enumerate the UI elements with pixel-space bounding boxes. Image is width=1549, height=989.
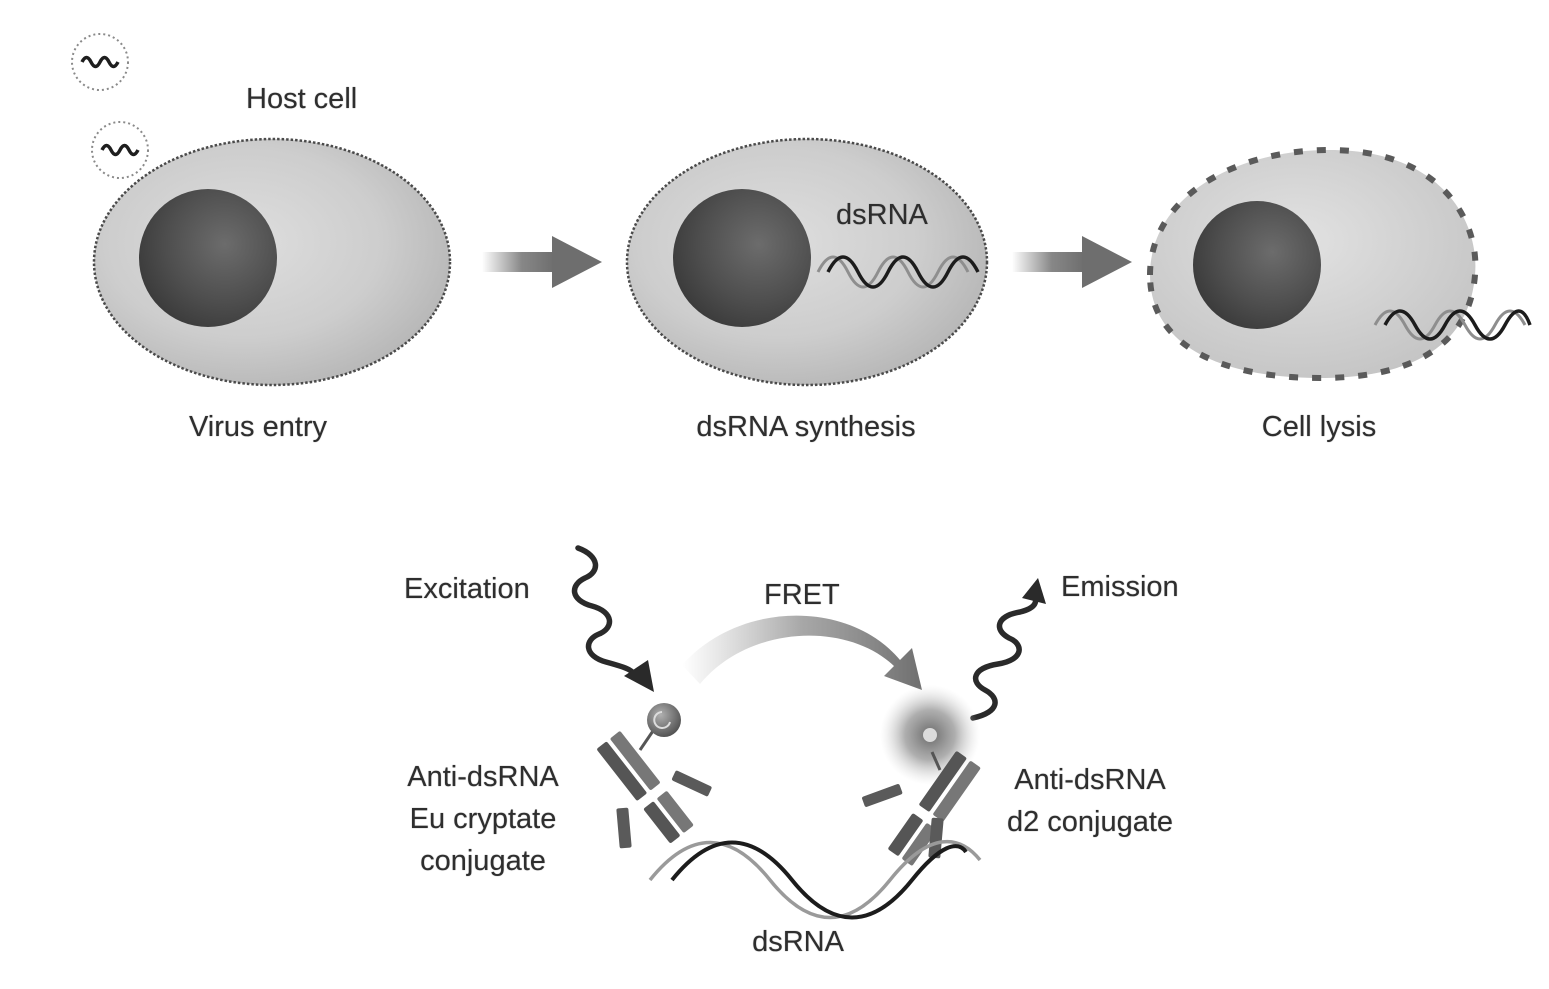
dsrna-cell-label: dsRNA — [836, 199, 928, 231]
nucleus-1 — [139, 189, 277, 327]
dsrna-helix-bottom — [648, 839, 982, 920]
eu-cryptate-conjugate-label: Anti-dsRNA Eu cryptate conjugate — [407, 756, 559, 882]
eu-label-line-1: Anti-dsRNA — [407, 761, 559, 793]
d2-label-line-1: Anti-dsRNA — [1014, 764, 1166, 796]
fret-arrow — [682, 615, 922, 690]
dsrna-helix-cell-2 — [816, 255, 980, 289]
eu-label-line-3: conjugate — [420, 845, 546, 878]
lysed-cell — [1146, 146, 1479, 382]
process-arrow-1 — [482, 236, 602, 288]
host-cell-1 — [92, 137, 452, 387]
eu-cryptate-antibody — [597, 703, 712, 849]
dsrna-bottom-label: dsRNA — [752, 926, 844, 958]
excitation-label: Excitation — [404, 573, 530, 605]
fret-label: FRET — [764, 579, 840, 611]
cell-lysis-label: Cell lysis — [1261, 411, 1377, 443]
d2-antibody — [862, 685, 981, 866]
d2-conjugate-label: Anti-dsRNA d2 conjugate — [1007, 759, 1173, 843]
excitation-wave — [571, 545, 654, 692]
emission-wave — [970, 578, 1046, 721]
nucleus-3 — [1193, 201, 1321, 329]
d2-label-line-2: d2 conjugate — [1006, 806, 1174, 839]
process-arrow-2 — [1012, 236, 1132, 288]
host-cell-2 — [625, 137, 989, 387]
nucleus-2 — [673, 189, 811, 327]
eu-cryptate-label — [647, 703, 681, 737]
virus-particle-1 — [71, 33, 129, 91]
emission-label: Emission — [1061, 571, 1179, 603]
eu-label-line-2: Eu cryptate — [409, 803, 557, 836]
dsrna-helix-released — [1373, 309, 1532, 341]
dsrna-synthesis-label: dsRNA synthesis — [696, 411, 916, 443]
virus-particle-2 — [91, 121, 149, 179]
host-cell-label: Host cell — [246, 83, 358, 115]
virus-entry-label: Virus entry — [188, 411, 328, 443]
